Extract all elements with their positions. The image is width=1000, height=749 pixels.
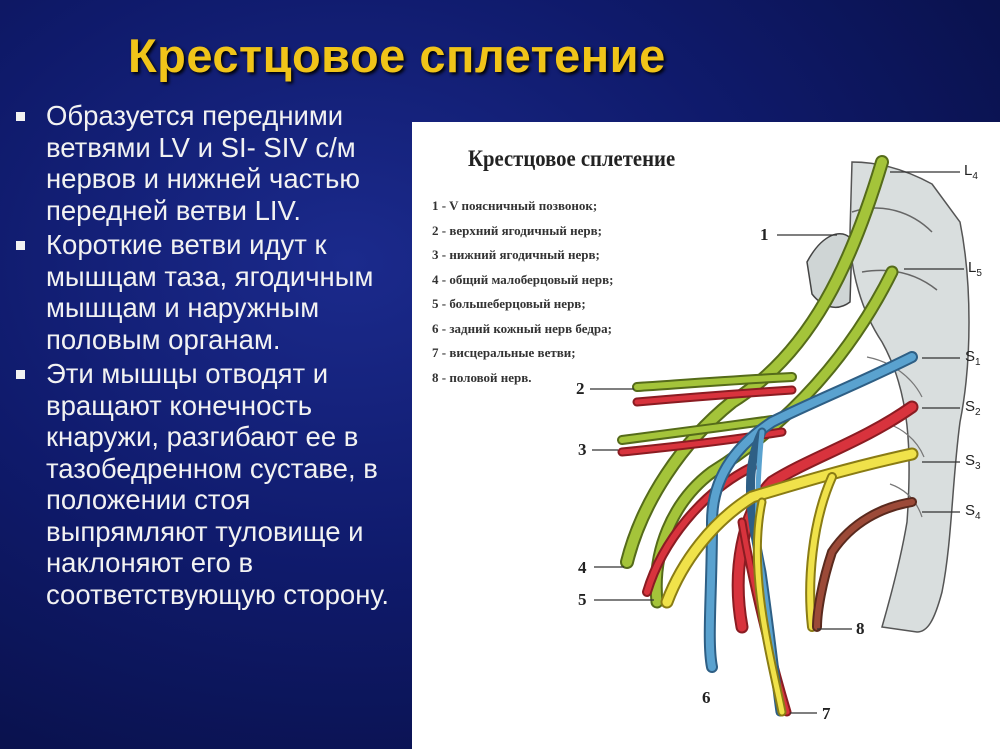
diagram-title: Крестцовое сплетение	[468, 146, 676, 171]
number-label-1: 1	[760, 225, 769, 244]
number-label-8: 8	[856, 619, 865, 638]
number-label-7: 7	[822, 704, 831, 723]
root-label-s1: S1	[965, 348, 981, 368]
root-label-s2: S2	[965, 398, 981, 418]
sacrum-bone	[806, 161, 970, 633]
legend-item: 8 - половой нерв.	[432, 369, 532, 385]
legend-item: 5 - большеберцовый нерв;	[432, 296, 586, 311]
number-label-2: 2	[576, 379, 585, 398]
legend-item: 2 - верхний ягодичный нерв;	[432, 222, 602, 238]
bullet-square-icon	[16, 112, 25, 121]
number-label-4: 4	[578, 558, 587, 577]
bullet-item: Короткие ветви идут к мышцам таза, ягоди…	[10, 229, 412, 355]
legend-item: 7 - висцеральные ветви;	[432, 345, 576, 360]
root-label-l5: L5	[968, 259, 982, 279]
legend-item: 1 - V поясничный позвонок;	[432, 198, 598, 213]
bullet-list: Образуется передними ветвями LV и SI- SI…	[10, 100, 412, 613]
leader-lines	[590, 171, 964, 714]
diagram-legend: 1 - V поясничный позвонок; 2 - верхний я…	[432, 194, 613, 390]
bullet-item: Образуется передними ветвями LV и SI- SI…	[10, 100, 412, 226]
number-label-5: 5	[578, 590, 587, 609]
root-label-s4: S4	[965, 502, 981, 522]
bullet-text: Эти мышцы отводят и вращают конечность к…	[46, 358, 390, 610]
legend-item: 6 - задний кожный нерв бедра;	[432, 320, 612, 336]
bullet-square-icon	[16, 370, 25, 379]
legend-item: 4 - общий малоберцовый нерв;	[432, 271, 614, 287]
bullet-text: Короткие ветви идут к мышцам таза, ягоди…	[46, 229, 374, 355]
bullet-square-icon	[16, 241, 25, 250]
root-label-s3: S3	[965, 452, 981, 472]
brown-nerves	[812, 497, 917, 632]
bullet-item: Эти мышцы отводят и вращают конечность к…	[10, 358, 412, 610]
number-label-6: 6	[702, 688, 711, 707]
bullet-text: Образуется передними ветвями LV и SI- SI…	[46, 100, 360, 226]
root-label-l4: L4	[964, 162, 978, 182]
sacral-plexus-illustration	[590, 155, 970, 717]
diagram-panel: Крестцовое сплетение 1 - V поясничный по…	[412, 122, 1000, 749]
number-label-3: 3	[578, 440, 587, 459]
yellow-nerves	[660, 447, 919, 717]
legend-item: 3 - нижний ягодичный нерв;	[432, 247, 600, 262]
slide-title: Крестцовое сплетение	[128, 29, 666, 82]
